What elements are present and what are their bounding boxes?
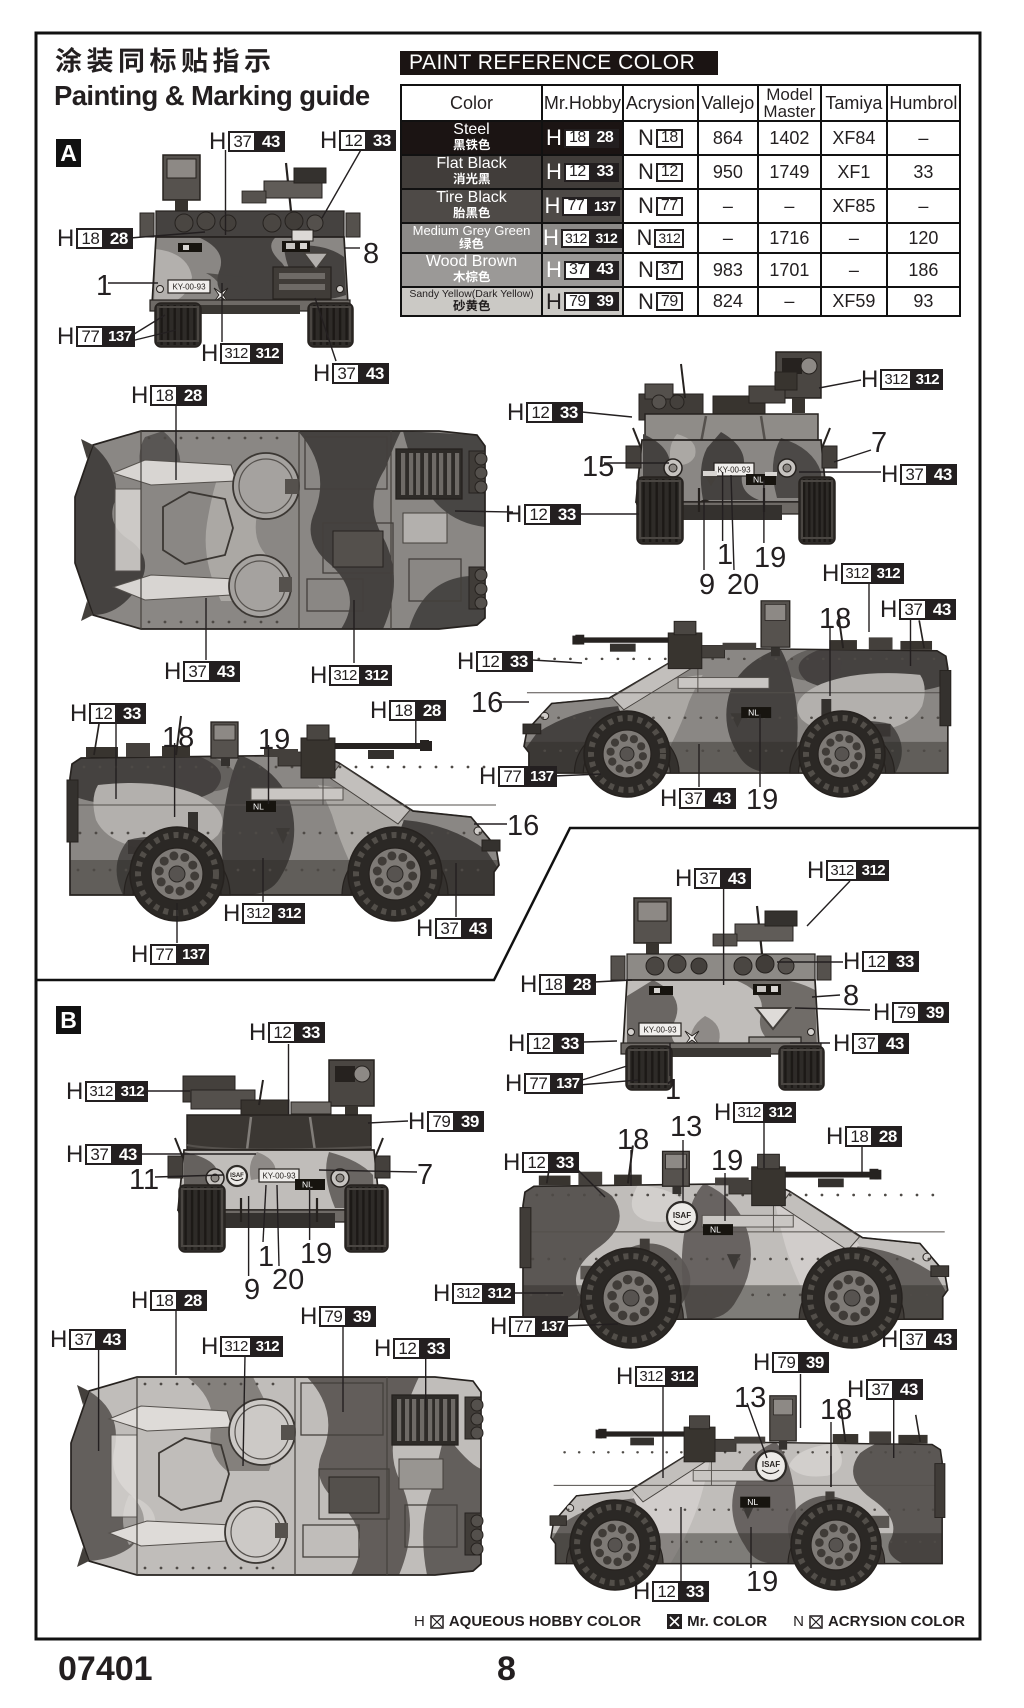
svg-text:ISAF: ISAF bbox=[230, 1173, 244, 1179]
svg-text:NL: NL bbox=[747, 1497, 758, 1507]
svg-text:NL: NL bbox=[753, 475, 764, 485]
svg-text:KY-00-93: KY-00-93 bbox=[643, 1026, 677, 1035]
svg-text:KY-00-93: KY-00-93 bbox=[172, 283, 206, 292]
svg-text:KY-00-93: KY-00-93 bbox=[717, 466, 751, 475]
svg-text:ISAF: ISAF bbox=[673, 1211, 691, 1220]
svg-text:ISAF: ISAF bbox=[762, 1460, 780, 1469]
svg-text:NL: NL bbox=[302, 1180, 313, 1190]
svg-text:NL: NL bbox=[710, 1225, 721, 1235]
svg-text:KY-00-93: KY-00-93 bbox=[262, 1172, 296, 1181]
svg-text:NL: NL bbox=[253, 802, 264, 812]
svg-text:NL: NL bbox=[748, 708, 759, 718]
